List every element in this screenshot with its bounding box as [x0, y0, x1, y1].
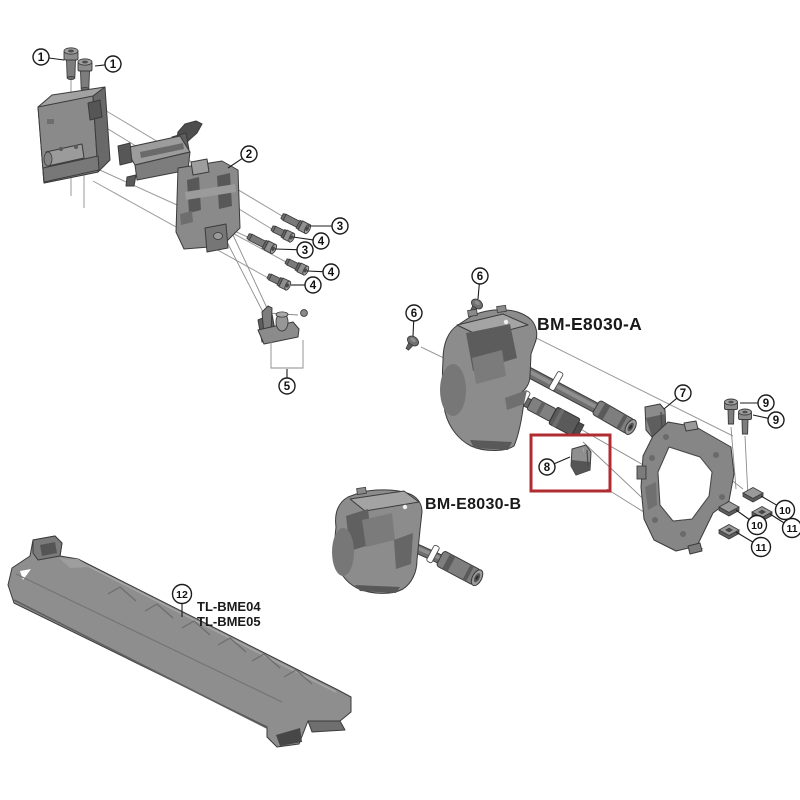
label-tool-1: TL-BME04	[197, 599, 261, 614]
callout-10: 10	[760, 495, 796, 521]
label-mount-a: BM-E8030-A	[537, 314, 642, 334]
callout-1: 1	[32, 48, 65, 66]
svg-text:3: 3	[337, 221, 343, 233]
part-mount-b	[332, 486, 484, 594]
svg-text:1: 1	[38, 52, 45, 64]
part-4-bolt-b	[283, 256, 311, 277]
highlight-box	[529, 433, 612, 493]
svg-text:10: 10	[779, 505, 791, 517]
svg-text:4: 4	[328, 267, 335, 279]
callout-3: 3	[274, 241, 314, 259]
part-4-bolt-a	[269, 223, 297, 244]
part-frame	[636, 420, 735, 555]
callout-8: 8	[538, 456, 571, 476]
callout-4: 4	[306, 263, 340, 281]
part-11-nut-b	[718, 524, 740, 540]
part-mount-a	[440, 304, 637, 451]
svg-text:6: 6	[411, 308, 417, 320]
part-9-screw-b	[738, 408, 752, 435]
svg-text:10: 10	[751, 520, 763, 532]
callout-4: 4	[291, 276, 322, 294]
callout-9: 9	[752, 411, 785, 429]
callout-2: 2	[227, 145, 258, 169]
part-1-screw-b	[77, 58, 93, 92]
callout-1: 1	[94, 55, 122, 73]
part-10-washer-a	[742, 487, 764, 503]
part-4-bolt-c	[265, 271, 293, 292]
callout-5: 5	[278, 369, 296, 395]
part-bracket	[37, 86, 111, 184]
callout-9: 9	[740, 394, 775, 412]
labels: BM-E8030-A BM-E8030-B TL-BME04 TL-BME05	[197, 314, 642, 629]
part-5-latch	[257, 305, 308, 369]
callout-11: 11	[735, 531, 772, 558]
cable-tie-c	[426, 544, 440, 564]
svg-text:4: 4	[310, 280, 317, 292]
svg-text:4: 4	[318, 236, 325, 248]
svg-text:9: 9	[763, 398, 769, 410]
callout-6: 6	[471, 267, 489, 300]
part-lever-plate	[117, 120, 203, 187]
svg-text:12: 12	[176, 589, 188, 601]
callout-7: 7	[663, 384, 692, 410]
label-tool-2: TL-BME05	[197, 614, 261, 629]
callout-3: 3	[308, 217, 349, 235]
callout-12: 12	[171, 583, 193, 617]
svg-text:3: 3	[302, 245, 308, 257]
part-8-cap	[570, 444, 592, 476]
svg-text:6: 6	[477, 271, 483, 283]
callout-4: 4	[292, 232, 330, 250]
part-6-screw-b	[401, 333, 421, 354]
svg-text:5: 5	[284, 381, 291, 393]
svg-text:11: 11	[786, 523, 797, 535]
part-1-screw-a	[63, 47, 79, 81]
svg-text:7: 7	[680, 388, 686, 400]
part-2-mount-plate	[175, 158, 241, 253]
part-9-screw-a	[724, 398, 738, 425]
svg-text:9: 9	[773, 415, 779, 427]
cable-tie-a	[548, 371, 564, 391]
label-mount-b: BM-E8030-B	[425, 496, 521, 513]
part-12-rail	[7, 535, 352, 748]
callout-11: 11	[769, 513, 800, 539]
svg-text:2: 2	[246, 149, 252, 161]
svg-text:1: 1	[110, 59, 117, 71]
svg-text:8: 8	[544, 462, 551, 474]
callout-10: 10	[735, 509, 768, 536]
svg-text:11: 11	[755, 542, 766, 554]
callout-6: 6	[405, 304, 423, 337]
